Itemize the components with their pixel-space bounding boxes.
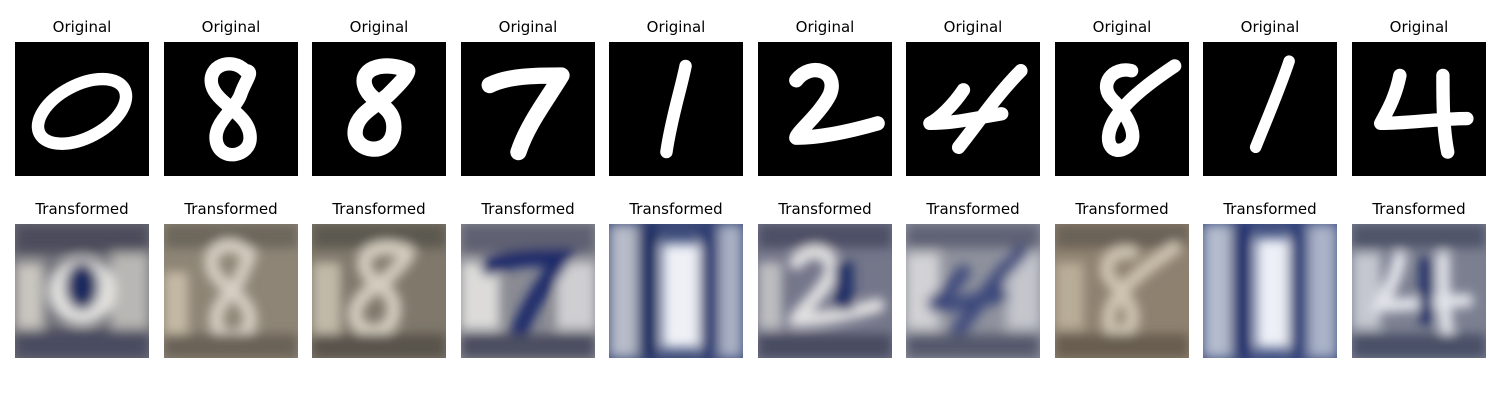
transformed-title: Transformed [481,200,575,218]
transformed-cell: Transformed [312,200,446,358]
original-cell: Original [164,18,298,176]
digit-8-icon [312,224,446,358]
original-title: Original [943,18,1003,36]
digit-1-icon [1203,42,1337,176]
original-cell: Original [758,18,892,176]
original-title: Original [1092,18,1152,36]
original-title: Original [349,18,409,36]
transformed-title: Transformed [1372,200,1466,218]
digit-4-icon [906,42,1040,176]
transformed-title: Transformed [1223,200,1317,218]
original-cell: Original [1352,18,1486,176]
transformed-title: Transformed [35,200,129,218]
digit-2-icon [758,224,892,358]
transformed-title: Transformed [926,200,1020,218]
original-cell: Original [312,18,446,176]
transformed-title: Transformed [1075,200,1169,218]
transformed-cell: Transformed [758,200,892,358]
transformed-cell: Transformed [1203,200,1337,358]
original-title: Original [201,18,261,36]
original-cell: Original [1055,18,1189,176]
original-title: Original [498,18,558,36]
original-cell: Original [1203,18,1337,176]
transformed-cell: Transformed [461,200,595,358]
transformed-cell: Transformed [1055,200,1189,358]
digit-0-icon [15,42,149,176]
transformed-title: Transformed [778,200,872,218]
digit-7-icon [461,42,595,176]
digit-1-icon [1203,224,1337,358]
original-title: Original [1389,18,1449,36]
original-title: Original [52,18,112,36]
transformed-cell: Transformed [164,200,298,358]
original-cell: Original [461,18,595,176]
digit-7-icon [461,224,595,358]
transformed-cell: Transformed [906,200,1040,358]
digit-8-icon [312,42,446,176]
original-cell: Original [15,18,149,176]
digit-4-icon [1352,224,1486,358]
digit-8-icon [164,224,298,358]
transformed-title: Transformed [629,200,723,218]
original-title: Original [795,18,855,36]
transformed-cell: Transformed [15,200,149,358]
transformed-title: Transformed [184,200,278,218]
digit-8-icon [164,42,298,176]
digit-2-icon [758,42,892,176]
transformed-title: Transformed [332,200,426,218]
digit-4-icon [1352,42,1486,176]
digit-1-icon [609,42,743,176]
original-cell: Original [609,18,743,176]
original-cell: Original [906,18,1040,176]
digit-0-icon [15,224,149,358]
original-title: Original [1240,18,1300,36]
digit-1-icon [609,224,743,358]
original-title: Original [646,18,706,36]
digit-8-icon [1055,224,1189,358]
transformed-cell: Transformed [1352,200,1486,358]
transformed-cell: Transformed [609,200,743,358]
digit-4-icon [906,224,1040,358]
digit-8-icon [1055,42,1189,176]
